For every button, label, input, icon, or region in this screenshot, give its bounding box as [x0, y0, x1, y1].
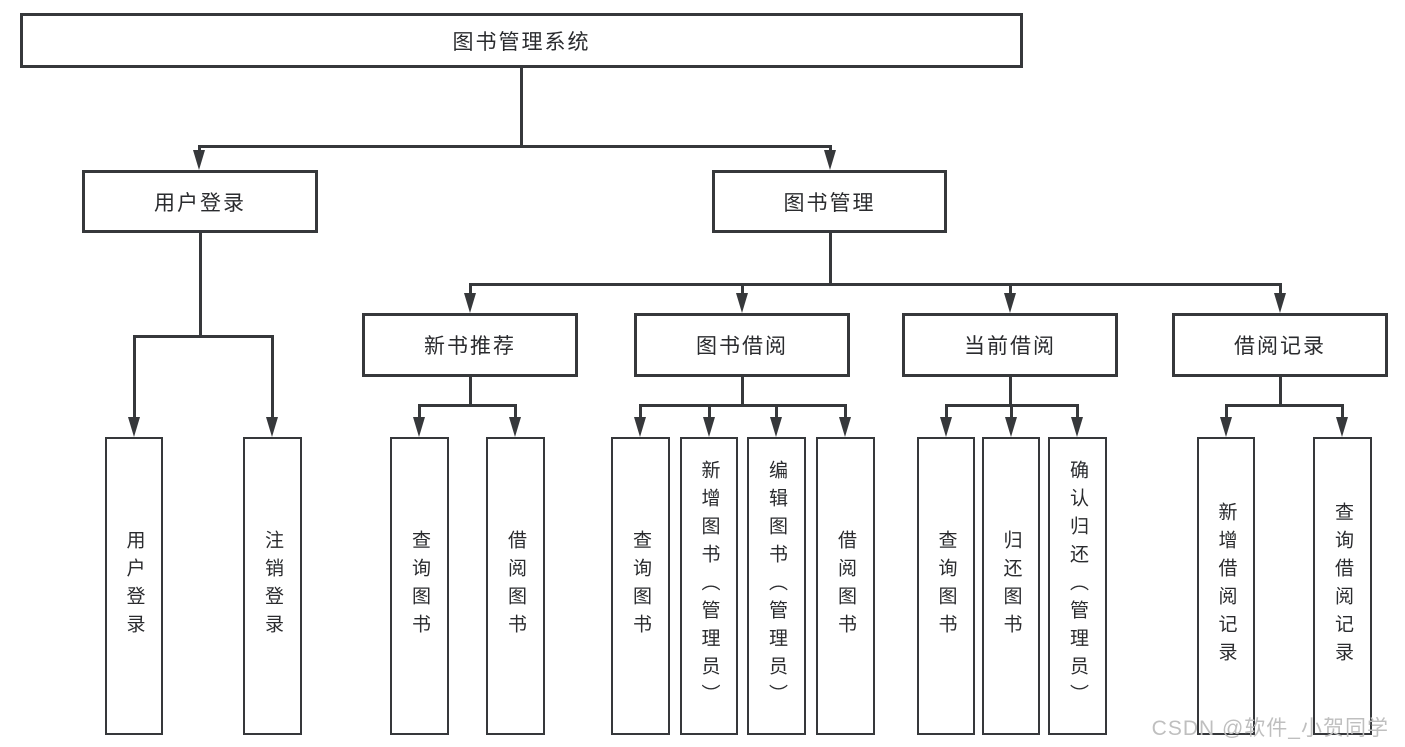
node-borrowing-records: 借阅记录	[1172, 313, 1388, 377]
node-book-borrowing: 图书借阅	[634, 313, 850, 377]
leaf-query-books-borrowing: 查询图书	[611, 437, 670, 735]
csdn-watermark: CSDN @软件_小贺同学	[1151, 717, 1389, 740]
arrow-down-icon	[469, 283, 472, 293]
arrow-down-icon	[1076, 404, 1079, 417]
arrow-down-icon	[1225, 404, 1228, 417]
leaf-query-books-recommend: 查询图书	[390, 437, 449, 735]
leaf-edit-book-admin: 编辑图书（管理员）	[747, 437, 806, 735]
leaf-return-books: 归还图书	[982, 437, 1040, 735]
arrow-down-icon	[198, 145, 201, 150]
arrow-down-icon	[1341, 404, 1344, 417]
connector-line	[469, 377, 472, 405]
connector-line	[1279, 377, 1282, 405]
arrow-down-icon	[708, 404, 711, 417]
arrow-down-icon	[775, 404, 778, 417]
leaf-confirm-return-admin: 确认归还（管理员）	[1048, 437, 1107, 735]
connector-line	[469, 283, 1281, 286]
arrow-down-icon	[829, 145, 832, 150]
leaf-logout: 注销登录	[243, 437, 302, 735]
connector-line	[199, 233, 202, 335]
connector-line	[741, 377, 744, 405]
node-current-borrowing: 当前借阅	[902, 313, 1118, 377]
arrow-down-icon	[945, 404, 948, 417]
node-library-management-system: 图书管理系统	[20, 13, 1023, 68]
arrow-down-icon	[271, 335, 274, 417]
leaf-borrow-books-borrowing: 借阅图书	[816, 437, 875, 735]
node-new-book-recommendation: 新书推荐	[362, 313, 578, 377]
connector-line	[198, 145, 832, 148]
arrow-down-icon	[844, 404, 847, 417]
connector-line	[418, 404, 517, 407]
leaf-borrow-books-recommend: 借阅图书	[486, 437, 545, 735]
connector-line	[1225, 404, 1343, 407]
arrow-down-icon	[741, 283, 744, 293]
connector-line	[133, 335, 274, 338]
arrow-down-icon	[1009, 283, 1012, 293]
leaf-query-books-current: 查询图书	[917, 437, 975, 735]
arrow-down-icon	[1010, 404, 1013, 417]
arrow-down-icon	[639, 404, 642, 417]
arrow-down-icon	[1279, 283, 1282, 293]
connector-line	[520, 68, 523, 145]
leaf-add-book-admin: 新增图书（管理员）	[680, 437, 738, 735]
leaf-query-borrow-record: 查询借阅记录	[1313, 437, 1372, 735]
leaf-add-borrow-record: 新增借阅记录	[1197, 437, 1255, 735]
leaf-user-login: 用户登录	[105, 437, 163, 735]
connector-line	[639, 404, 846, 407]
arrow-down-icon	[133, 335, 136, 417]
arrow-down-icon	[418, 404, 421, 417]
connector-line	[1009, 377, 1012, 405]
node-book-management: 图书管理	[712, 170, 947, 233]
connector-line	[829, 233, 832, 283]
arrow-down-icon	[514, 404, 517, 417]
node-user-login: 用户登录	[82, 170, 318, 233]
